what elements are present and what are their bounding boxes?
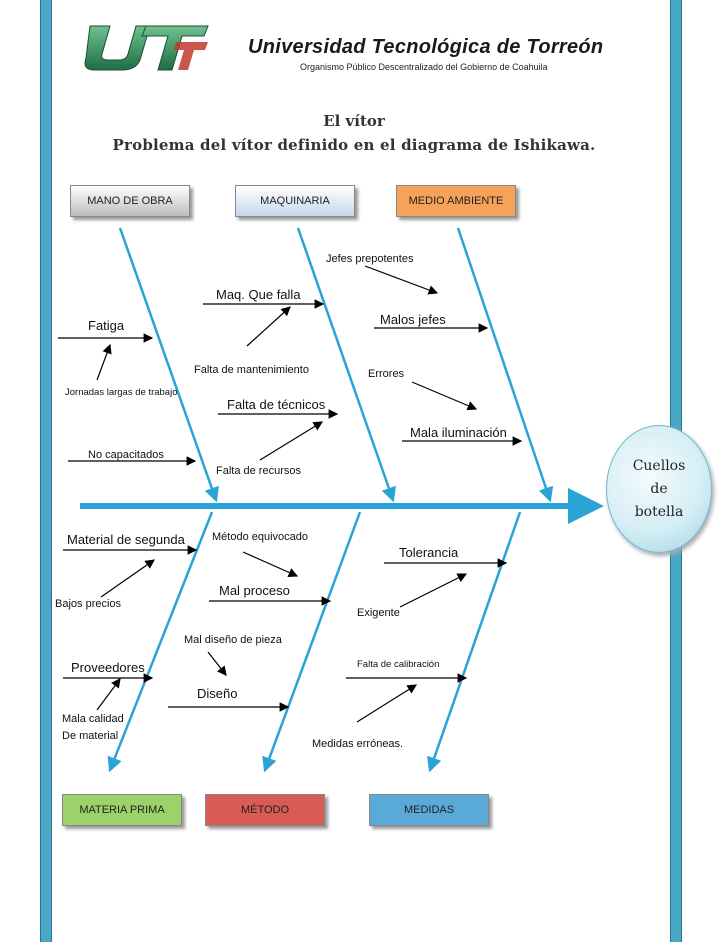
cause-jornadas: Jornadas largas de trabajo [65,387,178,398]
cause-errores: Errores [368,368,405,380]
cause-jefes-prepotentes: Jefes prepotentes [326,253,414,265]
bone-materia-prima [107,511,214,773]
category-metodo: MÉTODO [205,794,325,826]
cause-exigente: Exigente [357,607,400,619]
cause-no-capacitados: No capacitados [88,449,164,461]
effect-head: Cuellos de botella [606,425,712,553]
cause-mala-iluminacion: Mala iluminación [410,425,507,440]
category-maquinaria: MAQUINARIA [235,185,355,217]
arrow-falta-recursos [259,421,324,461]
cause-falta-calibracion: Falta de calibración [357,659,440,670]
bone-medidas [427,511,522,773]
cause-tolerancia: Tolerancia [399,545,459,560]
cause-medidas-erroneas: Medidas erróneas. [312,738,404,750]
arrow-falta-mantenimiento [246,306,291,347]
effect-line-1: Cuellos [632,457,686,474]
cause-bajos-precios: Bajos precios [55,598,122,610]
cause-mal-diseno-pieza: Mal diseño de pieza [184,634,282,646]
arrow-bajos-precios [100,559,155,598]
bone-maquinaria [296,227,396,503]
category-materia-prima: MATERIA PRIMA [62,794,182,826]
effect-label: Cuellos de botella [624,455,694,524]
arrow-jefes [364,265,439,295]
bone-mano-de-obra [118,227,219,503]
cause-falta-tecnicos: Falta de técnicos [227,397,326,412]
arrow-metodo-equivocado [242,551,299,577]
cause-mala-calidad: Mala calidad [62,713,124,725]
cause-mal-proceso: Mal proceso [219,583,290,598]
diagram-title: El vítor [323,112,385,130]
university-subtitle: Organismo Público Descentralizado del Go… [300,62,548,72]
category-mano-de-obra: MANO DE OBRA [70,185,190,217]
cause-proveedores: Proveedores [71,660,145,675]
cause-maq-falla: Maq. Que falla [216,287,301,302]
category-medidas: MEDIDAS [369,794,489,826]
university-name: Universidad Tecnológica de Torreón [248,36,604,58]
diagram-subtitle: Problema del vítor definido en el diagra… [112,136,596,154]
effect-line-2: de [650,480,668,497]
arrow-medidas-erroneas [356,684,418,723]
arrow-exigente [399,573,468,608]
utt-logo [84,25,209,71]
cause-de-material: De material [62,730,119,742]
effect-line-3: botella [634,503,684,520]
arrow-mal-diseno [207,651,227,676]
arrow-jornadas [96,343,112,381]
cause-material-segunda: Material de segunda [67,532,185,547]
left-border-bar [40,0,52,942]
bone-medio-ambiente [456,227,554,503]
arrow-errores [411,381,478,411]
cause-malos-jefes: Malos jefes [380,312,446,327]
cause-fatiga: Fatiga [88,318,125,333]
bone-metodo [262,511,362,773]
cause-metodo-equivocado: Método equivocado [212,531,309,543]
cause-diseno: Diseño [197,686,238,701]
arrow-mala-calidad [96,678,121,711]
category-medio-ambiente: MEDIO AMBIENTE [396,185,516,217]
cause-falta-recursos: Falta de recursos [216,465,301,477]
cause-falta-mantenimiento: Falta de mantenimiento [194,364,309,376]
